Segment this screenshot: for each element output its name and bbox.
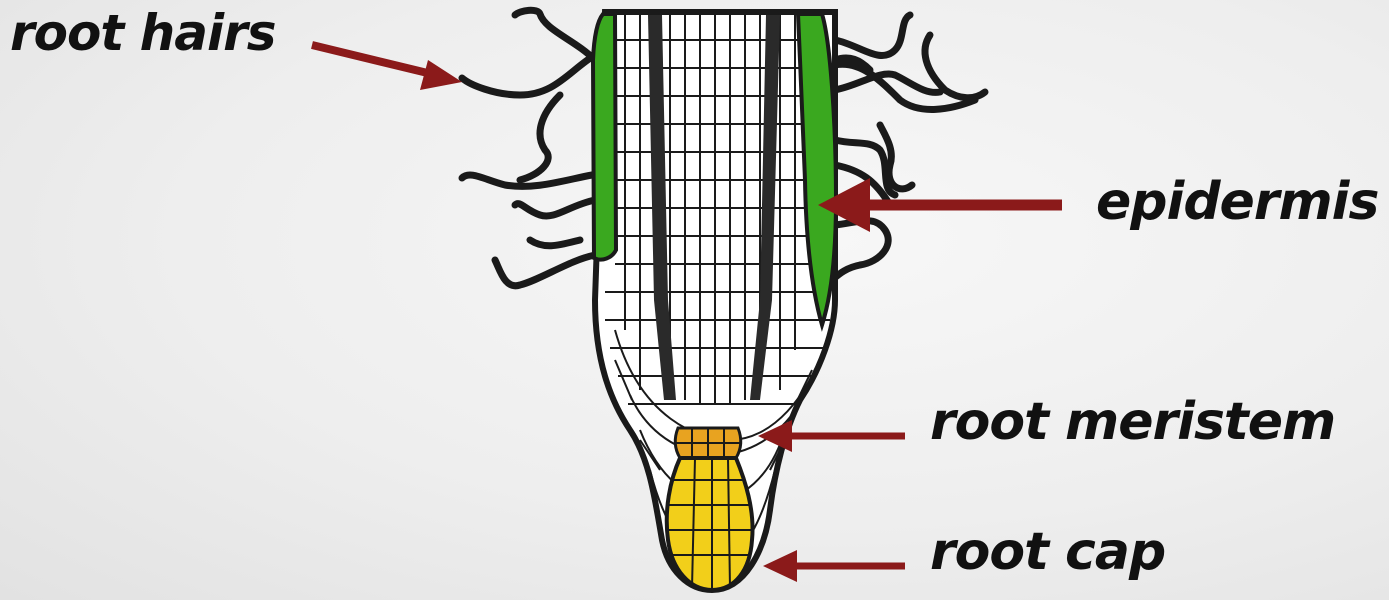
label-root-hairs: root hairs [10, 4, 276, 62]
arrow-epidermis [818, 178, 1062, 232]
arrow-root-cap [763, 550, 905, 582]
epidermis-left [593, 14, 616, 260]
label-root-meristem: root meristem [930, 392, 1335, 452]
root-hairs-right [832, 15, 985, 280]
label-root-cap: root cap [930, 522, 1165, 582]
label-epidermis: epidermis [1096, 172, 1378, 232]
root-cap [667, 458, 753, 590]
root-hairs-left [462, 10, 595, 285]
arrow-root-hairs [312, 45, 462, 90]
